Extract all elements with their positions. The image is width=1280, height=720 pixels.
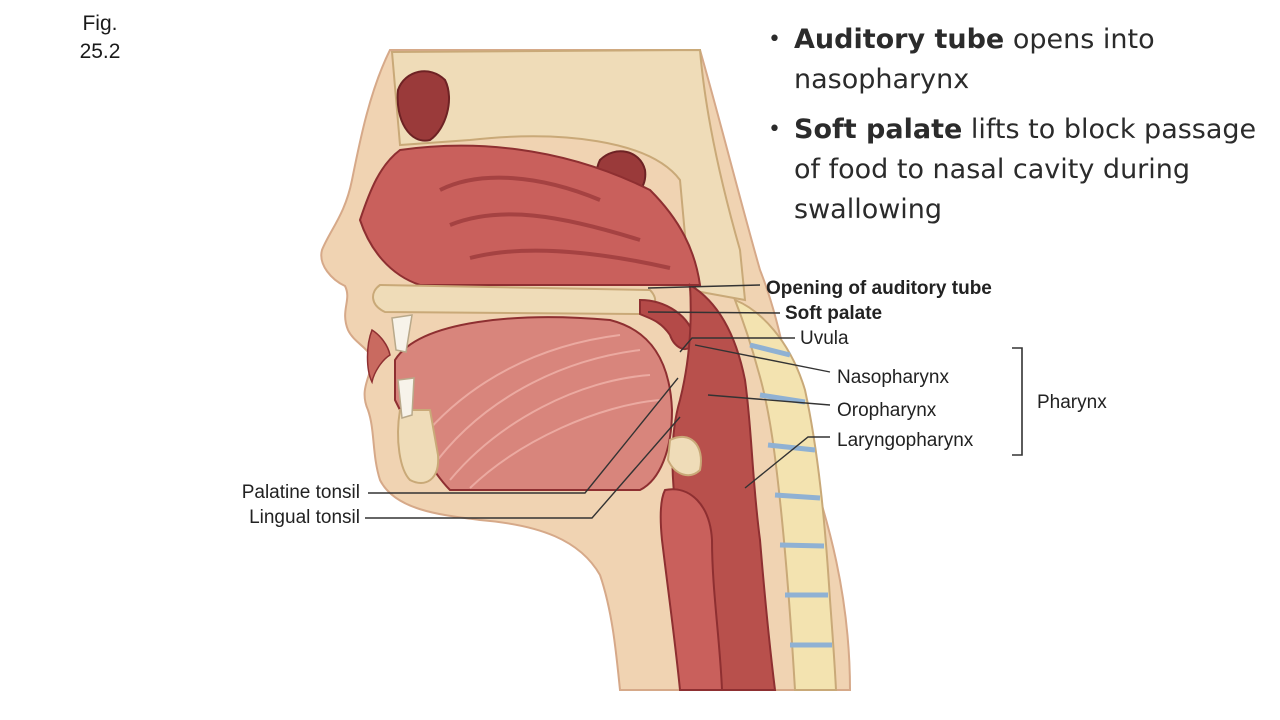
label-soft-palate: Soft palate [785, 303, 883, 324]
label-nasopharynx: Nasopharynx [837, 367, 949, 388]
frontal-sinus [396, 70, 450, 142]
leader-opening-auditory-tube [647, 284, 761, 289]
leader-laryngopharynx [744, 436, 830, 489]
bullet-dot-icon: • [768, 117, 781, 142]
pharynx-bracket [1012, 347, 1023, 456]
leader-lingual-tonsil [365, 416, 681, 519]
leader-uvula [679, 337, 795, 353]
epiglottis [666, 435, 702, 477]
bullet-text: lifts to block passage of food to nasal … [794, 114, 1257, 225]
leader-lines [365, 284, 831, 519]
mandible [397, 409, 440, 484]
intervertebral-discs [749, 342, 832, 648]
lower-teeth [397, 377, 415, 419]
lips [366, 328, 391, 385]
figure-number: Fig. 25.2 [60, 10, 140, 66]
label-laryngopharynx: Laryngopharynx [837, 430, 974, 451]
label-pharynx: Pharynx [1037, 392, 1107, 413]
upper-teeth [391, 314, 413, 353]
tongue-muscle-fibers [419, 334, 661, 489]
bullet-term: Auditory tube [794, 24, 1005, 55]
label-lingual-tonsil: Lingual tonsil [249, 507, 360, 528]
bullet-text: opens into nasopharynx [794, 24, 1155, 95]
bullet-dot-icon: • [768, 27, 781, 52]
leader-palatine-tonsil [368, 377, 679, 494]
bullet-term: Soft palate [794, 114, 963, 145]
larynx [659, 488, 724, 691]
leader-soft-palate [647, 311, 781, 314]
figure-label-line1: Fig. [82, 12, 118, 35]
hard-palate [372, 283, 657, 316]
bullet-list: • Auditory tube opens into nasopharynx •… [768, 20, 1268, 240]
leader-oropharynx [707, 394, 831, 406]
bullet-auditory-tube: • Auditory tube opens into nasopharynx [768, 20, 1268, 100]
bullet-soft-palate: • Soft palate lifts to block passage of … [768, 110, 1268, 230]
figure-label-line2: 25.2 [79, 40, 121, 63]
label-uvula: Uvula [800, 328, 849, 349]
leader-nasopharynx [694, 344, 831, 373]
label-opening-auditory-tube: Opening of auditory tube [766, 278, 992, 299]
nasal-conchae [439, 175, 671, 270]
label-palatine-tonsil: Palatine tonsil [241, 482, 360, 503]
label-oropharynx: Oropharynx [837, 400, 937, 421]
